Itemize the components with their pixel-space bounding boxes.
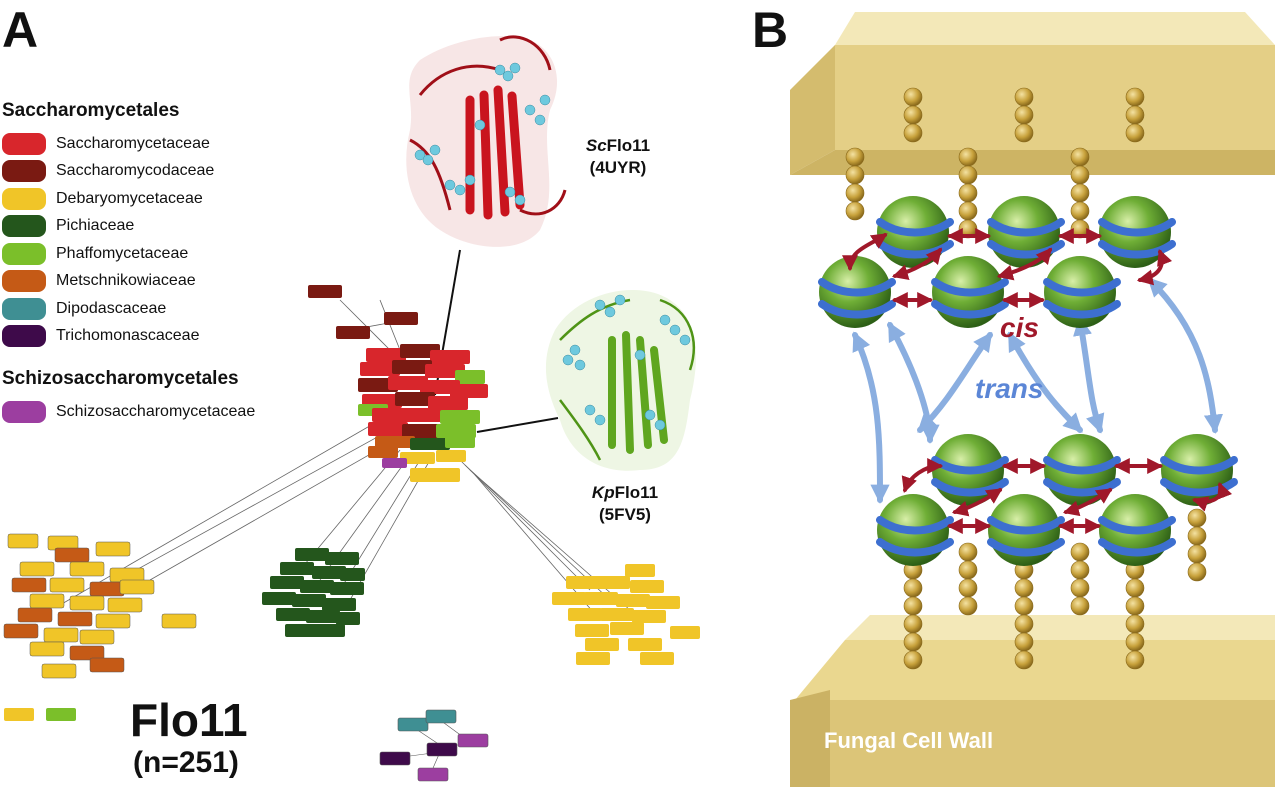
legend-swatch [2, 187, 46, 210]
trans-label: trans [975, 373, 1044, 404]
legend-heading-saccharomycetales: Saccharomycetales [2, 100, 180, 121]
legend-item: Dipodascaceae [2, 295, 302, 323]
network-count: (n=251) [133, 746, 239, 779]
cis-label: cis [1000, 312, 1039, 343]
legend-label: Metschnikowiaceae [56, 272, 196, 290]
legend-swatch [2, 242, 46, 265]
scflo11-species-text: Sc [585, 136, 607, 155]
bead-stalks [845, 87, 1207, 670]
node-cluster-central [358, 344, 488, 482]
legend-label: Debaryomycetaceae [56, 189, 203, 207]
legend-item: Saccharomycodaceae [2, 158, 302, 186]
legend-item: Saccharomycetaceae [2, 130, 302, 158]
legend-label: Saccharomycetaceae [56, 134, 210, 152]
scflo11-protein-text: Flo11 [606, 136, 651, 155]
legend-item: Debaryomycetaceae [2, 185, 302, 213]
leader-line-kp [476, 417, 559, 433]
scflo11-pdb-text: (4UYR) [589, 158, 647, 178]
legend-swatch [2, 400, 46, 423]
legend-swatch [2, 325, 46, 348]
kpflo11-protein-text: Flo11 [614, 483, 659, 502]
cell-wall-top [790, 12, 1275, 175]
node-cluster-left [3, 533, 197, 679]
cis-arrows [842, 228, 1233, 534]
legend-item: Pichiaceae [2, 213, 302, 241]
legend-item: Trichomonascaceae [2, 323, 302, 351]
legend-label: Phaffomycetaceae [56, 244, 189, 262]
legend-item: Phaffomycetaceae [2, 240, 302, 268]
scflo11-label: ScFlo11 (4UYR) [578, 135, 658, 179]
panel-label-b: B [752, 2, 789, 58]
kpflo11-pdb-text: (5FV5) [599, 505, 651, 525]
legend-swatch [2, 270, 46, 293]
panel-label-a: A [2, 2, 39, 58]
legend-label: Schizosaccharomycetaceae [56, 402, 256, 420]
legend-swatch [2, 297, 46, 320]
node-cluster-pichiaceae [262, 548, 365, 637]
cell-wall-label: Fungal Cell Wall [824, 728, 994, 753]
family-legend: Saccharomycetales Saccharomycetaceae Sac… [2, 100, 302, 426]
legend-swatch [2, 215, 46, 238]
legend-label: Dipodascaceae [56, 299, 167, 317]
node-isolated [4, 708, 34, 721]
kpflo11-label: KpFlo11 (5FV5) [585, 482, 665, 526]
node-cluster-small [379, 709, 489, 782]
legend-heading-schizosaccharomycetales: Schizosaccharomycetales [2, 368, 239, 389]
flo11-spheres-top [818, 196, 1176, 328]
legend-label: Pichiaceae [56, 217, 135, 235]
node-cluster-saccharomycodaceae [308, 285, 418, 339]
legend-label: Saccharomycodaceae [56, 162, 215, 180]
network-edges [59, 299, 631, 621]
structure-scflo11 [406, 35, 567, 247]
legend-item: Metschnikowiaceae [2, 268, 302, 296]
structure-kpflo11 [545, 290, 696, 471]
legend-item: Schizosaccharomycetaceae [2, 398, 302, 426]
legend-swatch [2, 160, 46, 183]
node-cluster-right [552, 564, 700, 665]
network-title: Flo11 [130, 694, 248, 746]
trans-arrows [852, 277, 1224, 504]
kpflo11-species-text: Kp [591, 483, 615, 502]
legend-label: Trichomonascaceae [56, 327, 200, 345]
flo11-spheres-bottom [876, 434, 1238, 566]
legend-swatch [2, 132, 46, 155]
node-isolated [46, 708, 76, 721]
